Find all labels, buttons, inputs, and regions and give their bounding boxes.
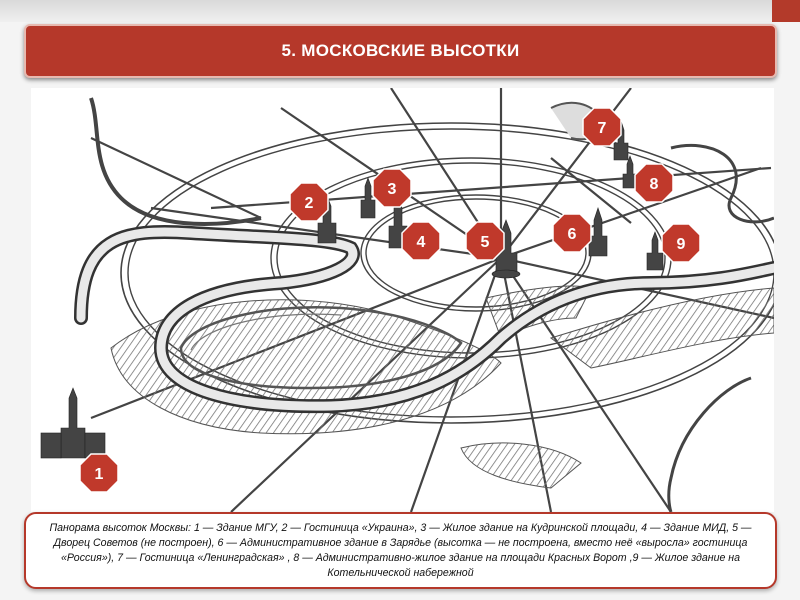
marker-8: 8	[634, 163, 674, 203]
map-drawing: 1 2 3 4 5 6 7	[40, 88, 774, 512]
marker-5: 5	[465, 221, 505, 261]
marker-9: 9	[661, 223, 701, 263]
moscow-map-illustration: 1 2 3 4 5 6 7	[31, 88, 774, 512]
svg-text:4: 4	[417, 234, 426, 251]
svg-text:7: 7	[598, 120, 607, 137]
svg-text:9: 9	[677, 236, 686, 253]
skyscraper-2-icon	[317, 195, 337, 244]
marker-group: 1 2 3 4 5 6 7	[79, 107, 701, 493]
slide-title: 5. МОСКОВСКИЕ ВЫСОТКИ	[281, 41, 520, 60]
svg-text:3: 3	[388, 181, 397, 198]
skyscraper-7-icon	[613, 120, 629, 161]
skyscraper-1-icon	[40, 387, 106, 459]
svg-text:6: 6	[568, 226, 577, 243]
marker-2: 2	[289, 182, 329, 222]
caption-box: Панорама высоток Москвы: 1 — Здание МГУ,…	[24, 512, 777, 589]
marker-1: 1	[79, 453, 119, 493]
marker-6: 6	[552, 213, 592, 253]
caption-text: Панорама высоток Москвы: 1 — Здание МГУ,…	[49, 521, 752, 579]
top-decor-strip	[0, 0, 800, 22]
skyscraper-9-icon	[646, 231, 664, 271]
slide-title-banner: 5. МОСКОВСКИЕ ВЫСОТКИ	[24, 24, 777, 78]
svg-text:2: 2	[305, 195, 314, 212]
marker-7: 7	[582, 107, 622, 147]
svg-text:1: 1	[95, 466, 104, 483]
svg-text:5: 5	[481, 234, 490, 251]
svg-text:8: 8	[650, 176, 659, 193]
marker-4: 4	[401, 221, 441, 261]
top-accent-block	[772, 0, 800, 22]
skyscraper-3-icon	[360, 177, 376, 219]
marker-3: 3	[372, 168, 412, 208]
